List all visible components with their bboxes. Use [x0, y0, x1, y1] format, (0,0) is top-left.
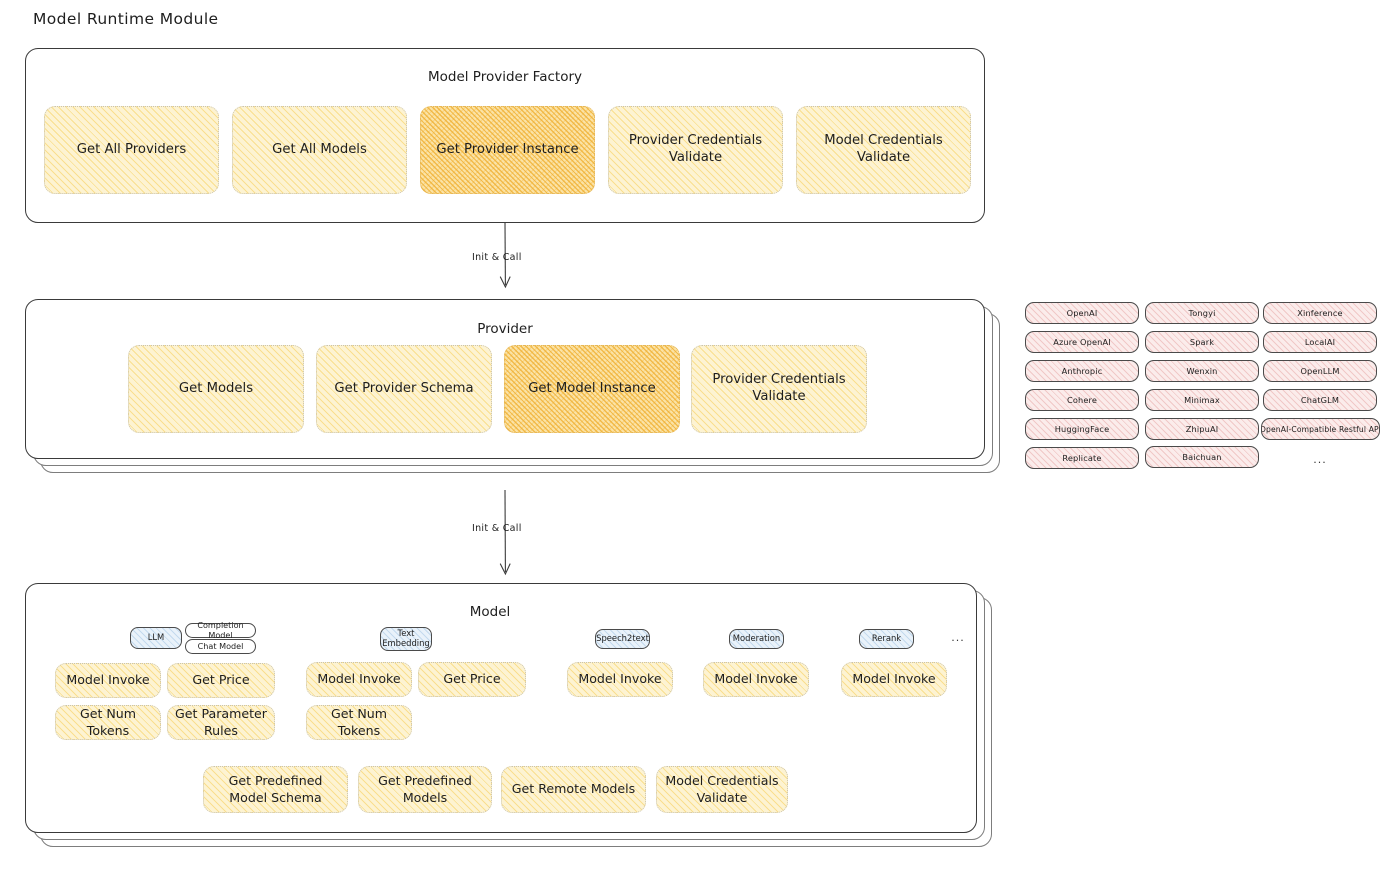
- provider-chip-huggingface[interactable]: HuggingFace: [1025, 418, 1139, 440]
- model-method-textembedding-get-num-tokens[interactable]: Get Num Tokens: [306, 705, 412, 740]
- provider-item-provider-credentials-validate[interactable]: Provider Credentials Validate: [691, 345, 867, 433]
- provider-item-get-models[interactable]: Get Models: [128, 345, 304, 433]
- model-common-get-predefined-models[interactable]: Get Predefined Models: [358, 766, 492, 813]
- model-method-llm-get-num-tokens[interactable]: Get Num Tokens: [55, 705, 161, 740]
- model-method-llm-model-invoke[interactable]: Model Invoke: [55, 663, 161, 698]
- model-subtype-badge-chat-model[interactable]: Chat Model: [185, 639, 256, 654]
- factory-item-provider-credentials-validate[interactable]: Provider Credentials Validate: [608, 106, 783, 194]
- model-common-get-remote-models[interactable]: Get Remote Models: [501, 766, 646, 813]
- model-method-speech2text-model-invoke[interactable]: Model Invoke: [567, 662, 673, 697]
- provider-chip-wenxin[interactable]: Wenxin: [1145, 360, 1259, 382]
- provider-chip-baichuan[interactable]: Baichuan: [1145, 446, 1259, 468]
- arrow-factory-to-provider: [499, 222, 511, 289]
- model-type-badge-rerank[interactable]: Rerank: [859, 629, 914, 649]
- provider-chip-chatglm[interactable]: ChatGLM: [1263, 389, 1377, 411]
- provider-item-get-provider-schema[interactable]: Get Provider Schema: [316, 345, 492, 433]
- provider-chip-localai[interactable]: LocalAI: [1263, 331, 1377, 353]
- model-common-model-credentials-validate[interactable]: Model Credentials Validate: [656, 766, 788, 813]
- model-title: Model: [469, 604, 511, 620]
- model-method-moderation-model-invoke[interactable]: Model Invoke: [703, 662, 809, 697]
- model-provider-factory-title: Model Provider Factory: [427, 69, 582, 85]
- provider-chip-openai-compatible-restful-api[interactable]: OpenAI-Compatible Restful API: [1261, 418, 1380, 440]
- provider-chip-openllm[interactable]: OpenLLM: [1263, 360, 1377, 382]
- page-title: Model Runtime Module: [33, 10, 219, 28]
- provider-chip-xinference[interactable]: Xinference: [1263, 302, 1377, 324]
- model-method-llm-get-parameter-rules[interactable]: Get Parameter Rules: [167, 705, 275, 740]
- arrow-label-init-call-2: Init & Call: [472, 523, 522, 534]
- provider-chip-spark[interactable]: Spark: [1145, 331, 1259, 353]
- model-type-badge-speech2text[interactable]: Speech2text: [595, 629, 650, 649]
- arrow-provider-to-model: [499, 489, 511, 576]
- provider-chip-zhipuai[interactable]: ZhipuAI: [1145, 418, 1259, 440]
- provider-chip-azure-openai[interactable]: Azure OpenAI: [1025, 331, 1139, 353]
- factory-item-model-credentials-validate[interactable]: Model Credentials Validate: [796, 106, 971, 194]
- provider-chip-minimax[interactable]: Minimax: [1145, 389, 1259, 411]
- model-method-textembedding-get-price[interactable]: Get Price: [418, 662, 526, 697]
- model-method-rerank-model-invoke[interactable]: Model Invoke: [841, 662, 947, 697]
- provider-list-more: ...: [1313, 453, 1327, 466]
- provider-chip-openai[interactable]: OpenAI: [1025, 302, 1139, 324]
- factory-item-get-provider-instance[interactable]: Get Provider Instance: [420, 106, 595, 194]
- model-method-llm-get-price[interactable]: Get Price: [167, 663, 275, 698]
- factory-item-get-all-models[interactable]: Get All Models: [232, 106, 407, 194]
- provider-title: Provider: [477, 321, 533, 337]
- model-type-badge-text-embedding[interactable]: Text Embedding: [380, 627, 432, 651]
- arrow-label-init-call-1: Init & Call: [472, 252, 522, 263]
- model-subtype-badge-completion-model[interactable]: Completion Model: [185, 621, 256, 639]
- model-types-more: ...: [951, 631, 965, 644]
- provider-item-get-model-instance[interactable]: Get Model Instance: [504, 345, 680, 433]
- provider-chip-replicate[interactable]: Replicate: [1025, 447, 1139, 469]
- factory-item-get-all-providers[interactable]: Get All Providers: [44, 106, 219, 194]
- provider-chip-anthropic[interactable]: Anthropic: [1025, 360, 1139, 382]
- provider-chip-tongyi[interactable]: Tongyi: [1145, 302, 1259, 324]
- model-type-badge-moderation[interactable]: Moderation: [729, 629, 784, 649]
- model-common-get-predefined-model-schema[interactable]: Get Predefined Model Schema: [203, 766, 348, 813]
- provider-chip-cohere[interactable]: Cohere: [1025, 389, 1139, 411]
- model-method-textembedding-model-invoke[interactable]: Model Invoke: [306, 662, 412, 697]
- model-type-badge-llm[interactable]: LLM: [130, 627, 182, 649]
